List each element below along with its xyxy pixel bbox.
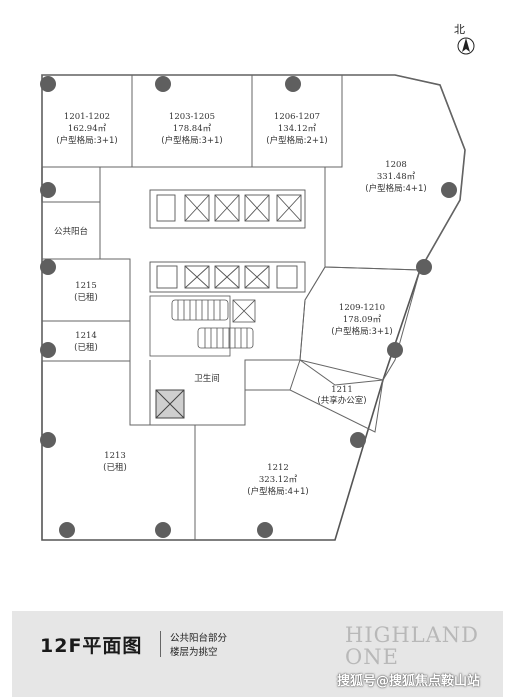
north-arrow-icon — [457, 37, 475, 55]
label-1213-layout: (已租) — [103, 463, 127, 473]
floor-plan: 1201-1202 162.94㎡ (户型格局:3+1) 1203-1205 1… — [40, 37, 475, 541]
label-1214-name: 1214 — [75, 331, 97, 341]
room-1208-outline — [324, 74, 466, 271]
label-1206-name: 1206-1207 — [274, 112, 320, 122]
label-1201-layout: (户型格局:3+1) — [56, 135, 117, 146]
brand-logo: HIGHLAND ONE — [345, 624, 479, 668]
label-1215-layout: (已租) — [74, 293, 98, 303]
label-1212-layout: (户型格局:4+1) — [247, 486, 308, 497]
label-1215-name: 1215 — [75, 281, 97, 291]
elevator-bank-top — [149, 189, 306, 229]
room-1211-outline — [289, 359, 384, 433]
label-restroom: 卫生间 — [194, 373, 220, 384]
label-1208-name: 1208 — [385, 160, 407, 170]
floor-plan-title: 12F平面图 — [40, 635, 143, 657]
footer-note: 公共阳台部分 楼层为挑空 — [170, 632, 227, 660]
brand-line1: HIGHLAND — [345, 623, 480, 647]
footer-note-line2: 楼层为挑空 — [170, 647, 218, 658]
label-1209-layout: (户型格局:3+1) — [331, 326, 392, 337]
north-label: 北 — [454, 23, 465, 36]
brand-line2: ONE — [345, 645, 399, 669]
label-1206-area: 134.12㎡ — [278, 124, 317, 134]
restroom-fixture — [155, 389, 185, 419]
room-1209-outline — [299, 266, 421, 386]
footer-band: 12F平面图 公共阳台部分 楼层为挑空 HIGHLAND ONE 搜狐号@搜狐焦… — [12, 611, 503, 697]
corridor-wall — [42, 167, 101, 203]
label-1203-area: 178.84㎡ — [173, 124, 212, 134]
label-1203-name: 1203-1205 — [169, 112, 215, 122]
label-1214-layout: (已租) — [74, 343, 98, 353]
label-public-balcony: 公共阳台 — [54, 226, 88, 237]
watermark: 搜狐号@搜狐焦点鞍山站 — [337, 674, 481, 689]
label-1206-layout: (户型格局:2+1) — [266, 135, 327, 146]
label-1208-layout: (户型格局:4+1) — [365, 183, 426, 194]
label-1212-name: 1212 — [267, 463, 289, 473]
label-1208-area: 331.48㎡ — [377, 172, 416, 182]
label-1201-area: 162.94㎡ — [68, 124, 107, 134]
label-1213-name: 1213 — [104, 451, 126, 461]
label-1212-area: 323.12㎡ — [259, 475, 298, 485]
label-1211-layout: (共享办公室) — [317, 395, 366, 406]
footer-divider — [160, 631, 161, 657]
label-1209-area: 178.09㎡ — [343, 315, 382, 325]
label-1211-name: 1211 — [331, 385, 353, 395]
label-1209-name: 1209-1210 — [339, 303, 385, 313]
structural-columns — [40, 76, 457, 538]
room-labels: 1201-1202 162.94㎡ (户型格局:3+1) 1203-1205 1… — [54, 112, 427, 497]
elevator-bank-bottom — [149, 261, 306, 293]
footer-note-line1: 公共阳台部分 — [170, 633, 228, 644]
label-1203-layout: (户型格局:3+1) — [161, 135, 222, 146]
label-1201-name: 1201-1202 — [64, 112, 110, 122]
stairwell — [149, 295, 256, 357]
